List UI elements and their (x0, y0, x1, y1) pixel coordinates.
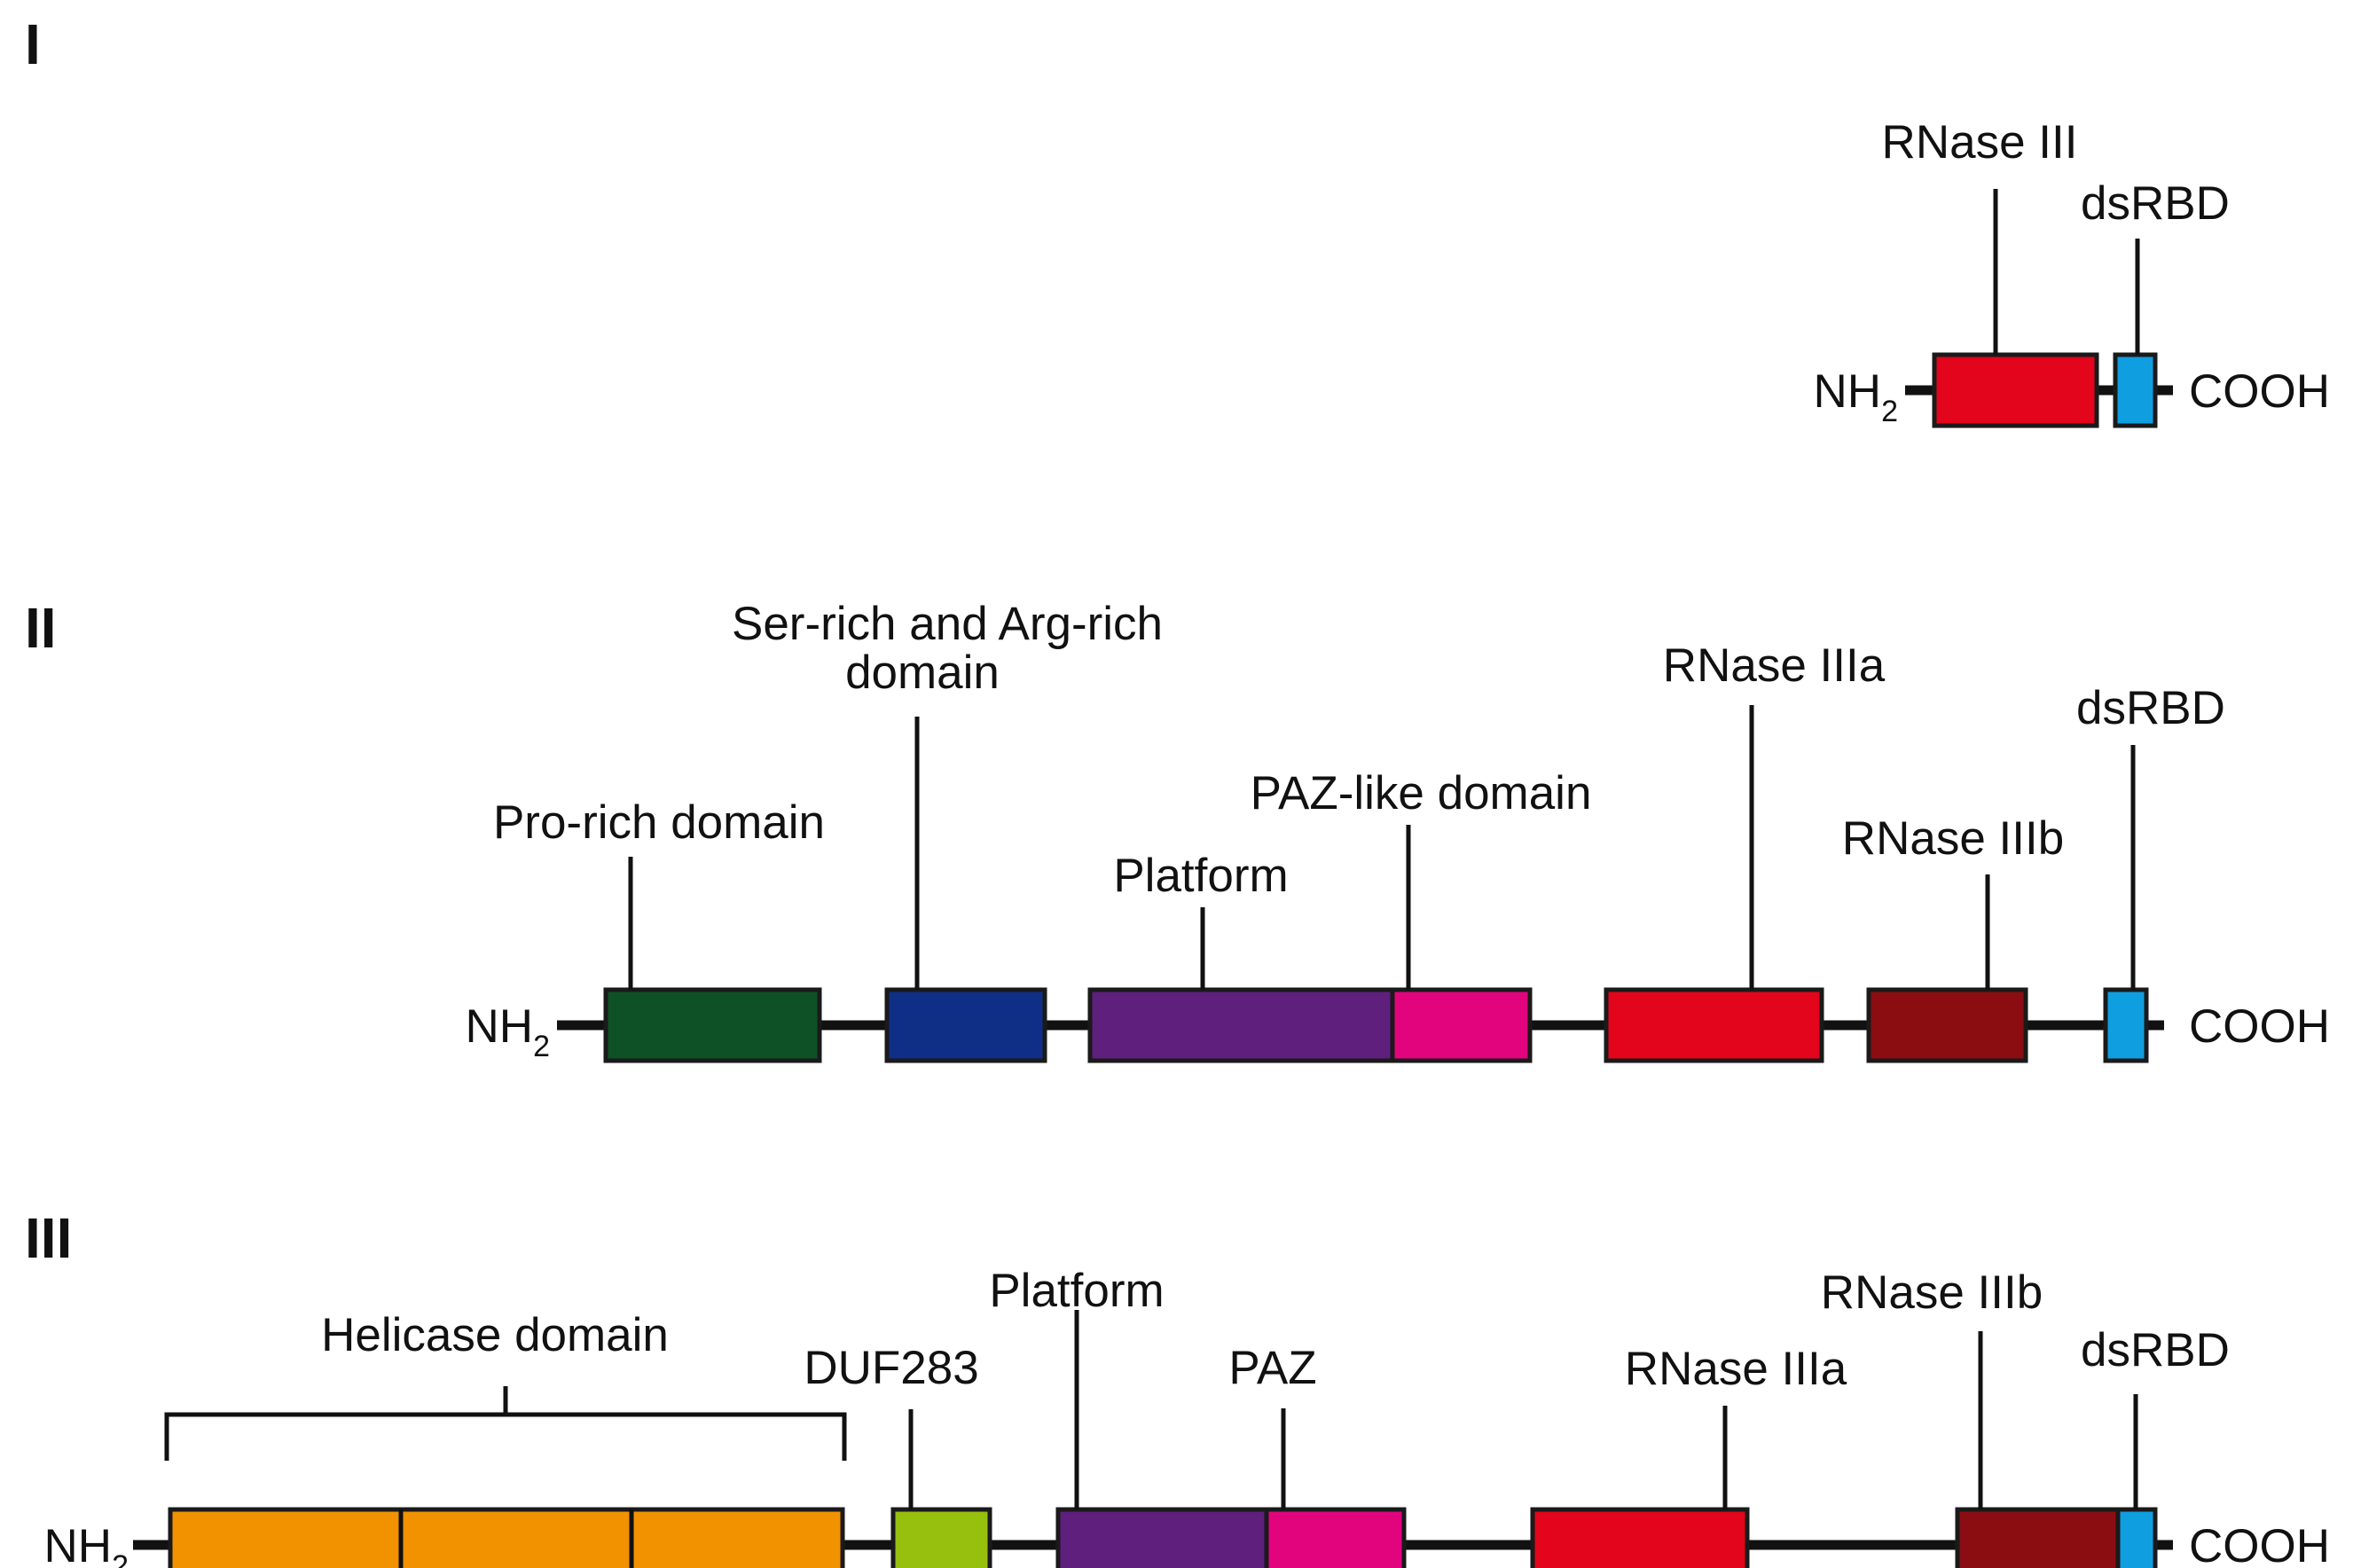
domain-label: Pro-rich domain (493, 796, 825, 849)
domain-label: RNase IIIb (1821, 1266, 2043, 1319)
domain-box (1866, 987, 2028, 1063)
n-terminus-label: NH2 (466, 1000, 550, 1063)
domain-label: Platform (989, 1265, 1164, 1317)
domain-paz: PAZ (1228, 1342, 1407, 1568)
domain-box (884, 987, 1047, 1063)
domain-duf283: DUF283 (804, 1342, 992, 1568)
panel-label: II (25, 596, 57, 660)
domain-box (1055, 1507, 1269, 1568)
domain-box (1955, 1507, 2121, 1568)
domain-label: PAZ (1228, 1342, 1316, 1394)
panel-label: III (25, 1206, 72, 1270)
domain-box (2103, 987, 2149, 1063)
domain-dsrbd: dsRBD (2081, 1324, 2230, 1568)
domain-box (2113, 352, 2158, 428)
domain-label: dsRBD (2081, 1324, 2230, 1376)
panel-label: I (25, 12, 41, 76)
domain-dsrbd: dsRBD (2081, 177, 2230, 428)
domain-pro: Pro-rich domain (493, 796, 825, 1063)
helicase-bracket (164, 1412, 847, 1461)
domain-label: PAZ-like domain (1251, 767, 1592, 819)
domain-box (1932, 352, 2099, 428)
domain-label-line-2: domain (845, 647, 1000, 699)
domain-label: RNase IIIa (1663, 639, 1886, 692)
domain-box (1087, 987, 1395, 1063)
panel-III: III NH2 COOH Helicase domainDUF283PlatformP… (25, 1206, 2330, 1568)
domain-label: dsRBD (2081, 177, 2230, 230)
domain-label: RNase III (1882, 116, 2078, 169)
domain-rnase3a: RNase IIIa (1530, 1343, 1847, 1568)
domain-label: RNase IIIa (1625, 1343, 1847, 1395)
domain-label: dsRBD (2076, 682, 2225, 734)
n-terminus-label: NH2 (44, 1520, 129, 1568)
domain-label: Helicase domain (321, 1309, 669, 1361)
domain-label: Platform (1113, 850, 1288, 902)
domain-box (168, 1507, 845, 1568)
n-terminus-label: NH2 (1814, 365, 1898, 428)
c-terminus-label: COOH (2189, 1520, 2330, 1568)
domain-rnase3b: RNase IIIb (1842, 812, 2064, 1063)
c-terminus-label: COOH (2189, 1000, 2330, 1053)
domain-box (1264, 1507, 1407, 1568)
c-terminus-label: COOH (2189, 365, 2330, 418)
domain-rnase3: RNase III (1882, 116, 2099, 428)
domain-label: DUF283 (804, 1342, 978, 1394)
domain-rnase3b: RNase IIIb (1821, 1266, 2121, 1568)
domain-helicase: Helicase domain (164, 1309, 847, 1568)
domain-box (1390, 987, 1533, 1063)
domain-box (890, 1507, 992, 1568)
domain-dsrbd: dsRBD (2076, 682, 2225, 1063)
domain-rnase3a: RNase IIIa (1604, 639, 1886, 1063)
domain-label-line-1: Ser-rich and Arg-rich (732, 598, 1163, 650)
domain-box (1530, 1507, 1750, 1568)
domain-box (1604, 987, 1824, 1063)
domain-box (2115, 1507, 2158, 1568)
domain-label: RNase IIIb (1842, 812, 2064, 865)
domain-platform: Platform (1087, 850, 1395, 1063)
domain-platform: Platform (989, 1265, 1269, 1568)
domain-box (603, 987, 822, 1063)
domain-paz: PAZ-like domain (1251, 767, 1592, 1063)
